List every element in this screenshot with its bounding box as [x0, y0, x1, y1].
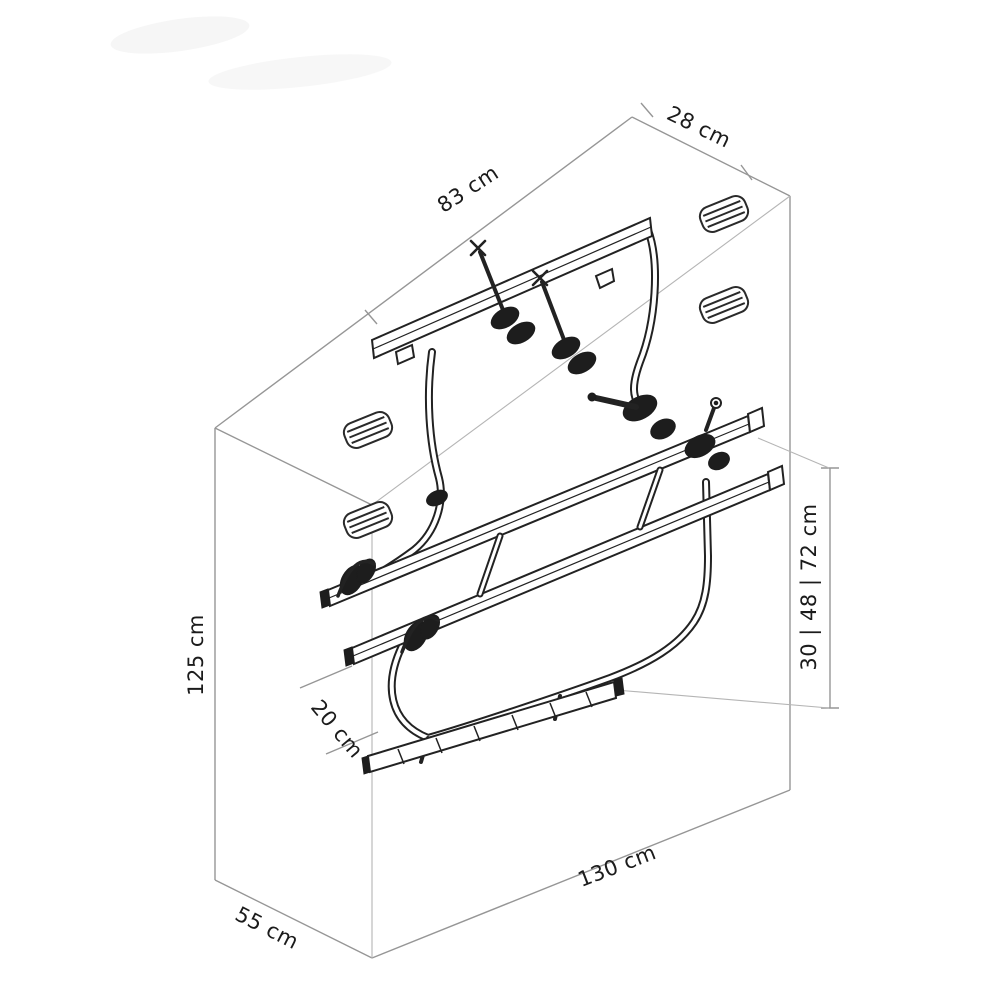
rail-profile-piece	[698, 285, 750, 325]
wheel-rails	[319, 406, 786, 667]
dimension-ticks	[299, 102, 839, 755]
bottom-rail	[361, 677, 625, 775]
bounding-box	[214, 116, 791, 959]
bike-frame-clamps	[469, 239, 597, 375]
rail-profile-piece	[342, 500, 394, 540]
dim-label-overall-height: 125 cm	[184, 614, 208, 696]
rail-profile-piece	[698, 194, 750, 234]
wheel-holders	[336, 392, 730, 654]
bike-rack-illustration	[319, 216, 786, 775]
dim-label-mounting-heights: 30 | 48 | 72 cm	[797, 503, 821, 671]
rail-profile-pieces	[342, 194, 750, 540]
upper-mounting-rail	[370, 216, 654, 366]
rail-profile-piece	[342, 410, 394, 450]
right-frame-tube	[630, 226, 659, 414]
background-artifact	[110, 16, 392, 90]
